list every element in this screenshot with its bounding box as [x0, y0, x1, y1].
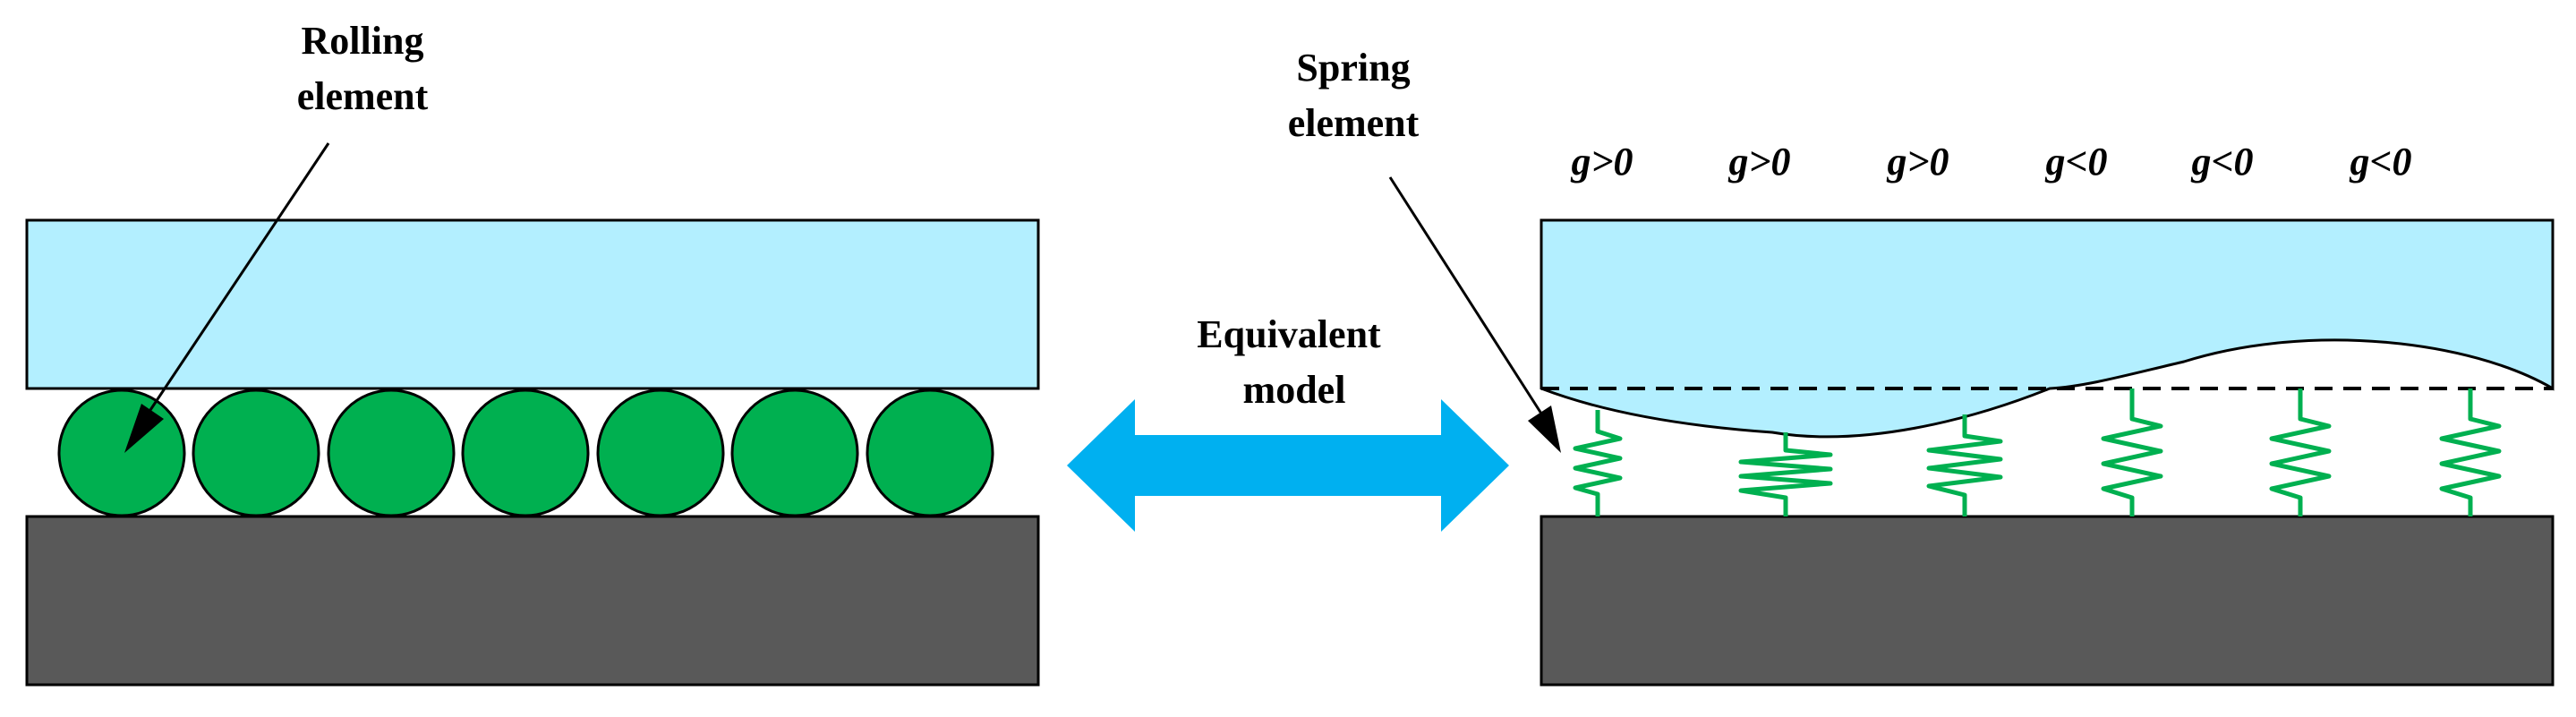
gap-label-4: g<0 — [2044, 140, 2107, 184]
spring-1 — [1573, 410, 1623, 516]
spring-6 — [2439, 388, 2502, 516]
spring-element-leader — [1388, 176, 1561, 453]
gap-label-3: g>0 — [1886, 140, 1949, 184]
spring-4 — [2101, 388, 2163, 516]
spring-element-label-line1: Spring — [1296, 46, 1410, 90]
left-top-plate — [25, 218, 1040, 390]
rolling-element-7 — [866, 388, 994, 517]
gap-label-6: g<0 — [2349, 140, 2411, 184]
equivalence-section: Equivalent model — [1067, 312, 1509, 532]
left-panel: Rolling element — [25, 19, 1040, 687]
spring-2 — [1738, 432, 1833, 516]
left-bottom-plate — [25, 515, 1040, 687]
right-top-plate — [1540, 218, 2555, 439]
rolling-element-1 — [57, 388, 186, 517]
right-bottom-plate — [1540, 515, 2555, 687]
rolling-element-3 — [327, 388, 456, 517]
rolling-elements — [57, 388, 994, 517]
gap-label-5: g<0 — [2190, 140, 2253, 184]
equivalent-label-line1: Equivalent — [1197, 312, 1381, 356]
spring-5 — [2269, 388, 2332, 516]
double-arrow-icon — [1067, 399, 1509, 532]
springs — [1573, 388, 2502, 516]
rolling-element-4 — [461, 388, 590, 517]
rolling-element-5 — [596, 388, 725, 517]
spring-3 — [1926, 414, 2003, 516]
right-panel: Spring element g>0 g>0 g>0 g<0 g<0 g<0 — [1288, 46, 2555, 687]
gap-label-1: g>0 — [1570, 140, 1633, 184]
spring-element-label-line2: element — [1288, 101, 1420, 145]
rolling-element-6 — [730, 388, 859, 517]
rolling-element-label-line1: Rolling — [302, 19, 424, 63]
rolling-element-label-line2: element — [297, 74, 429, 118]
rolling-element-2 — [192, 388, 320, 517]
gap-label-2: g>0 — [1727, 140, 1790, 184]
rolling-element-leader — [124, 142, 330, 453]
equivalent-label-line2: model — [1243, 368, 1346, 412]
